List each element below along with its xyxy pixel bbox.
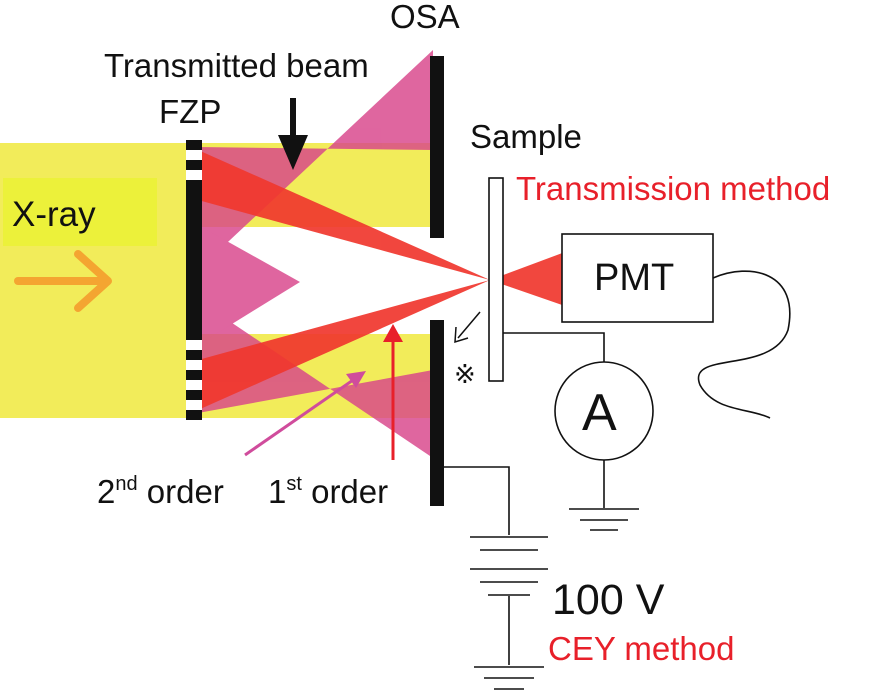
xray-arrow-icon [14, 250, 112, 312]
second-order-label: 2nd order [97, 473, 224, 510]
transmitted-beam-arrow-icon [278, 98, 308, 170]
ammeter-circle [554, 361, 654, 461]
sample-slab [488, 177, 504, 382]
first-order-arrow-icon [383, 324, 403, 460]
second-order-beam-bottom [198, 300, 433, 458]
first-order-beam-bottom [198, 280, 490, 410]
first-order-word: order [302, 473, 388, 510]
circuit-wires [444, 332, 605, 665]
osa-plate-bottom [430, 320, 444, 506]
xray-label: X-ray [12, 195, 96, 234]
battery-symbol [470, 536, 548, 596]
transmitted-beam-label: Transmitted beam [104, 47, 369, 84]
battery-ground-icon [474, 666, 544, 690]
second-order-word: order [138, 473, 224, 510]
first-order-label: 1st order [268, 473, 388, 510]
electron-emission-arrow-icon [454, 311, 481, 344]
xray-beam [0, 143, 433, 418]
second-order-beam-cross [198, 225, 300, 345]
osa-aperture [430, 56, 444, 506]
cey-method-label: CEY method [548, 630, 735, 667]
voltage-label: 100 V [552, 576, 665, 624]
second-order-suffix: nd [115, 473, 137, 495]
transmission-method-label: Transmission method [516, 170, 830, 207]
first-order-beam-transmitted [490, 252, 565, 306]
second-order-num: 2 [97, 473, 115, 510]
first-order-num: 1 [268, 473, 286, 510]
first-order-beam-top [198, 150, 490, 280]
pmt-cable [697, 270, 791, 419]
second-order-arrow-icon [244, 371, 366, 457]
fzp-zone-plate [186, 140, 202, 420]
note-mark: ※ [454, 359, 476, 389]
pmt-label: PMT [594, 257, 674, 299]
ammeter-label: A [582, 384, 617, 442]
ammeter-ground-icon [569, 508, 639, 531]
osa-plate-top [430, 56, 444, 238]
fzp-label: FZP [159, 93, 221, 130]
first-order-suffix: st [286, 473, 302, 495]
sample-label: Sample [470, 118, 582, 155]
osa-label: OSA [390, 0, 460, 35]
xray-label-box [3, 178, 157, 246]
first-order-beams [198, 150, 565, 410]
